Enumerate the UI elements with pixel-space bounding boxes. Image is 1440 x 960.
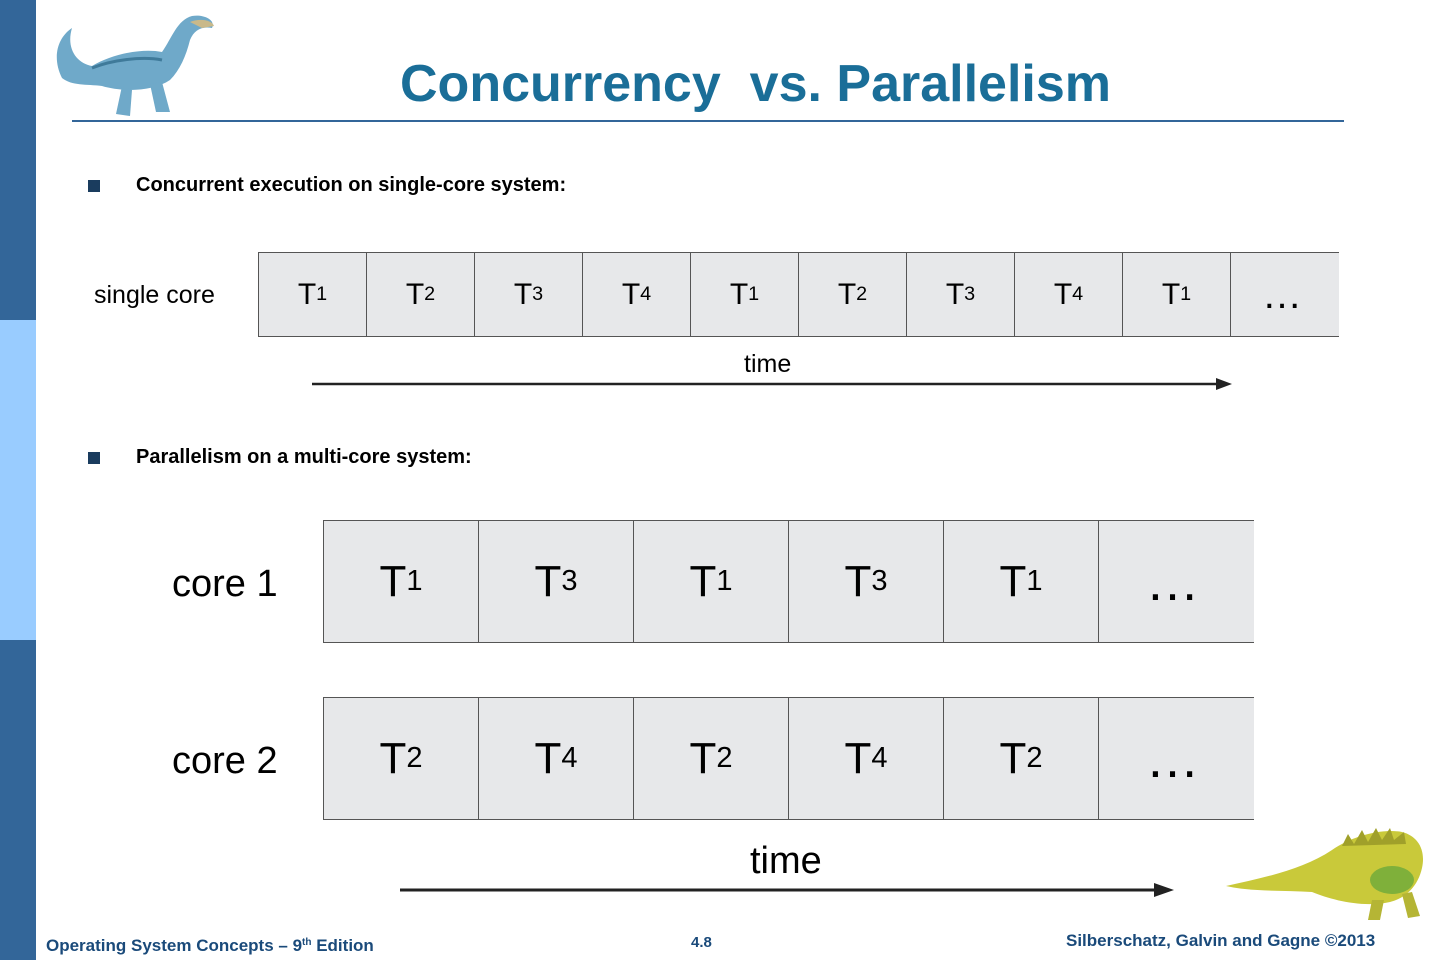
thread-number: 4 <box>1072 283 1084 305</box>
footer-slide-number: 4.8 <box>691 934 712 951</box>
thread-letter: T <box>513 277 533 311</box>
footer-authors: Silberschatz, Galvin and Gagne ©2013 <box>1066 931 1376 950</box>
thread-number: 2 <box>1026 742 1043 774</box>
footer-edition-superscript: th <box>302 937 312 948</box>
thread-number: 3 <box>532 283 544 305</box>
bullet-square-icon <box>88 179 100 192</box>
sidebar-segment-middle <box>0 320 36 640</box>
slide-title: Concurrency vs. Parallelism <box>400 55 1112 113</box>
thread-number: 4 <box>640 283 652 305</box>
single-core-cell-ellipsis: … <box>1231 253 1339 336</box>
dinosaur-icon <box>56 15 214 116</box>
thread-number: 3 <box>964 283 976 305</box>
thread-number: 3 <box>871 565 888 597</box>
dinosaur-icon <box>1226 828 1424 920</box>
thread-letter: T <box>379 556 407 606</box>
thread-number: 1 <box>748 283 760 305</box>
thread-letter: T <box>844 556 872 606</box>
footer-book-title-suffix: Edition <box>311 936 374 955</box>
thread-letter: T <box>999 556 1027 606</box>
footer-book-title: Operating System Concepts – 9th Edition <box>46 936 374 956</box>
sidebar-segment-top <box>0 0 36 320</box>
thread-letter: T <box>999 733 1027 783</box>
core-1-label: core 1 <box>172 563 278 605</box>
thread-letter: T <box>1053 277 1073 311</box>
thread-letter: T <box>621 277 641 311</box>
single-core-time-arrow <box>312 378 1232 390</box>
single-core-time-label: time <box>744 350 792 378</box>
thread-letter: T <box>1161 277 1181 311</box>
sidebar-stripe <box>0 0 36 960</box>
thread-letter: T <box>729 277 749 311</box>
core-2-label: core 2 <box>172 740 278 782</box>
thread-number: 1 <box>406 565 423 597</box>
thread-number: 1 <box>1026 565 1043 597</box>
bullet-text: Parallelism on a multi-core system: <box>136 446 472 468</box>
ellipsis: … <box>1262 272 1308 317</box>
thread-letter: T <box>945 277 965 311</box>
title-divider <box>72 120 1344 122</box>
thread-letter: T <box>379 733 407 783</box>
thread-number: 2 <box>856 283 868 305</box>
thread-number: 2 <box>716 742 733 774</box>
footer-book-title-prefix: Operating System Concepts – 9 <box>46 936 303 955</box>
ellipsis: … <box>1145 728 1208 789</box>
thread-letter: T <box>534 733 562 783</box>
sidebar-segment-bottom <box>0 640 36 960</box>
thread-letter: T <box>405 277 425 311</box>
bullet-square-icon <box>88 451 100 464</box>
thread-number: 3 <box>561 565 578 597</box>
single-core-label: single core <box>94 281 215 309</box>
core-1-cell-ellipsis: … <box>1099 521 1254 642</box>
thread-number: 1 <box>716 565 733 597</box>
thread-number: 4 <box>871 742 888 774</box>
thread-number: 1 <box>1180 283 1192 305</box>
ellipsis: … <box>1145 551 1208 612</box>
thread-letter: T <box>689 556 717 606</box>
core-2-cell-ellipsis: … <box>1099 698 1254 819</box>
thread-letter: T <box>534 556 562 606</box>
multi-core-time-label: time <box>750 840 822 882</box>
bullet-single-core: Concurrent execution on single-core syst… <box>88 174 566 197</box>
thread-number: 2 <box>406 742 423 774</box>
thread-letter: T <box>297 277 317 311</box>
thread-number: 4 <box>561 742 578 774</box>
bullet-multi-core: Parallelism on a multi-core system: <box>88 446 472 469</box>
multi-core-time-arrow <box>400 883 1174 897</box>
thread-letter: T <box>837 277 857 311</box>
thread-number: 1 <box>316 283 328 305</box>
thread-letter: T <box>844 733 872 783</box>
thread-number: 2 <box>424 283 436 305</box>
bullet-text: Concurrent execution on single-core syst… <box>136 174 567 196</box>
thread-letter: T <box>689 733 717 783</box>
